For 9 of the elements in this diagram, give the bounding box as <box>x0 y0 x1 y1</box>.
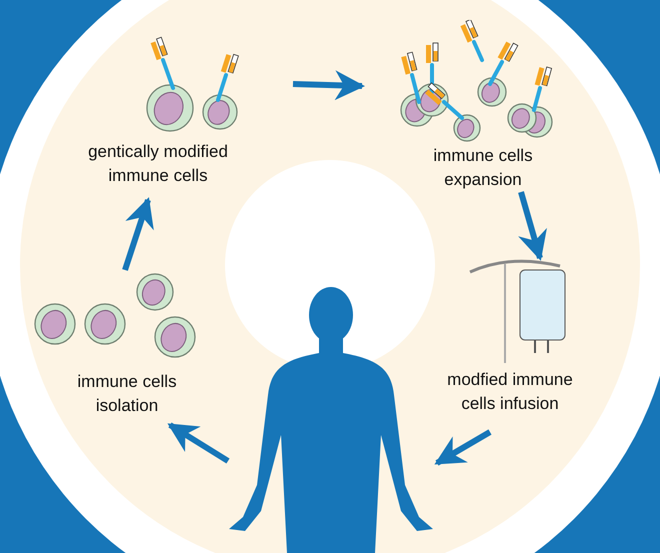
arrow <box>518 191 547 261</box>
arrow <box>122 197 154 271</box>
stage-label: immune cells expansion <box>432 145 534 191</box>
stage-label: immune cells isolation <box>76 371 178 417</box>
arrow <box>434 429 492 466</box>
stage-label: modfied immune cells infusion <box>446 369 574 415</box>
arrow <box>167 422 230 464</box>
stage-label: gentically modified immune cells <box>87 141 229 187</box>
arrow <box>292 70 365 100</box>
